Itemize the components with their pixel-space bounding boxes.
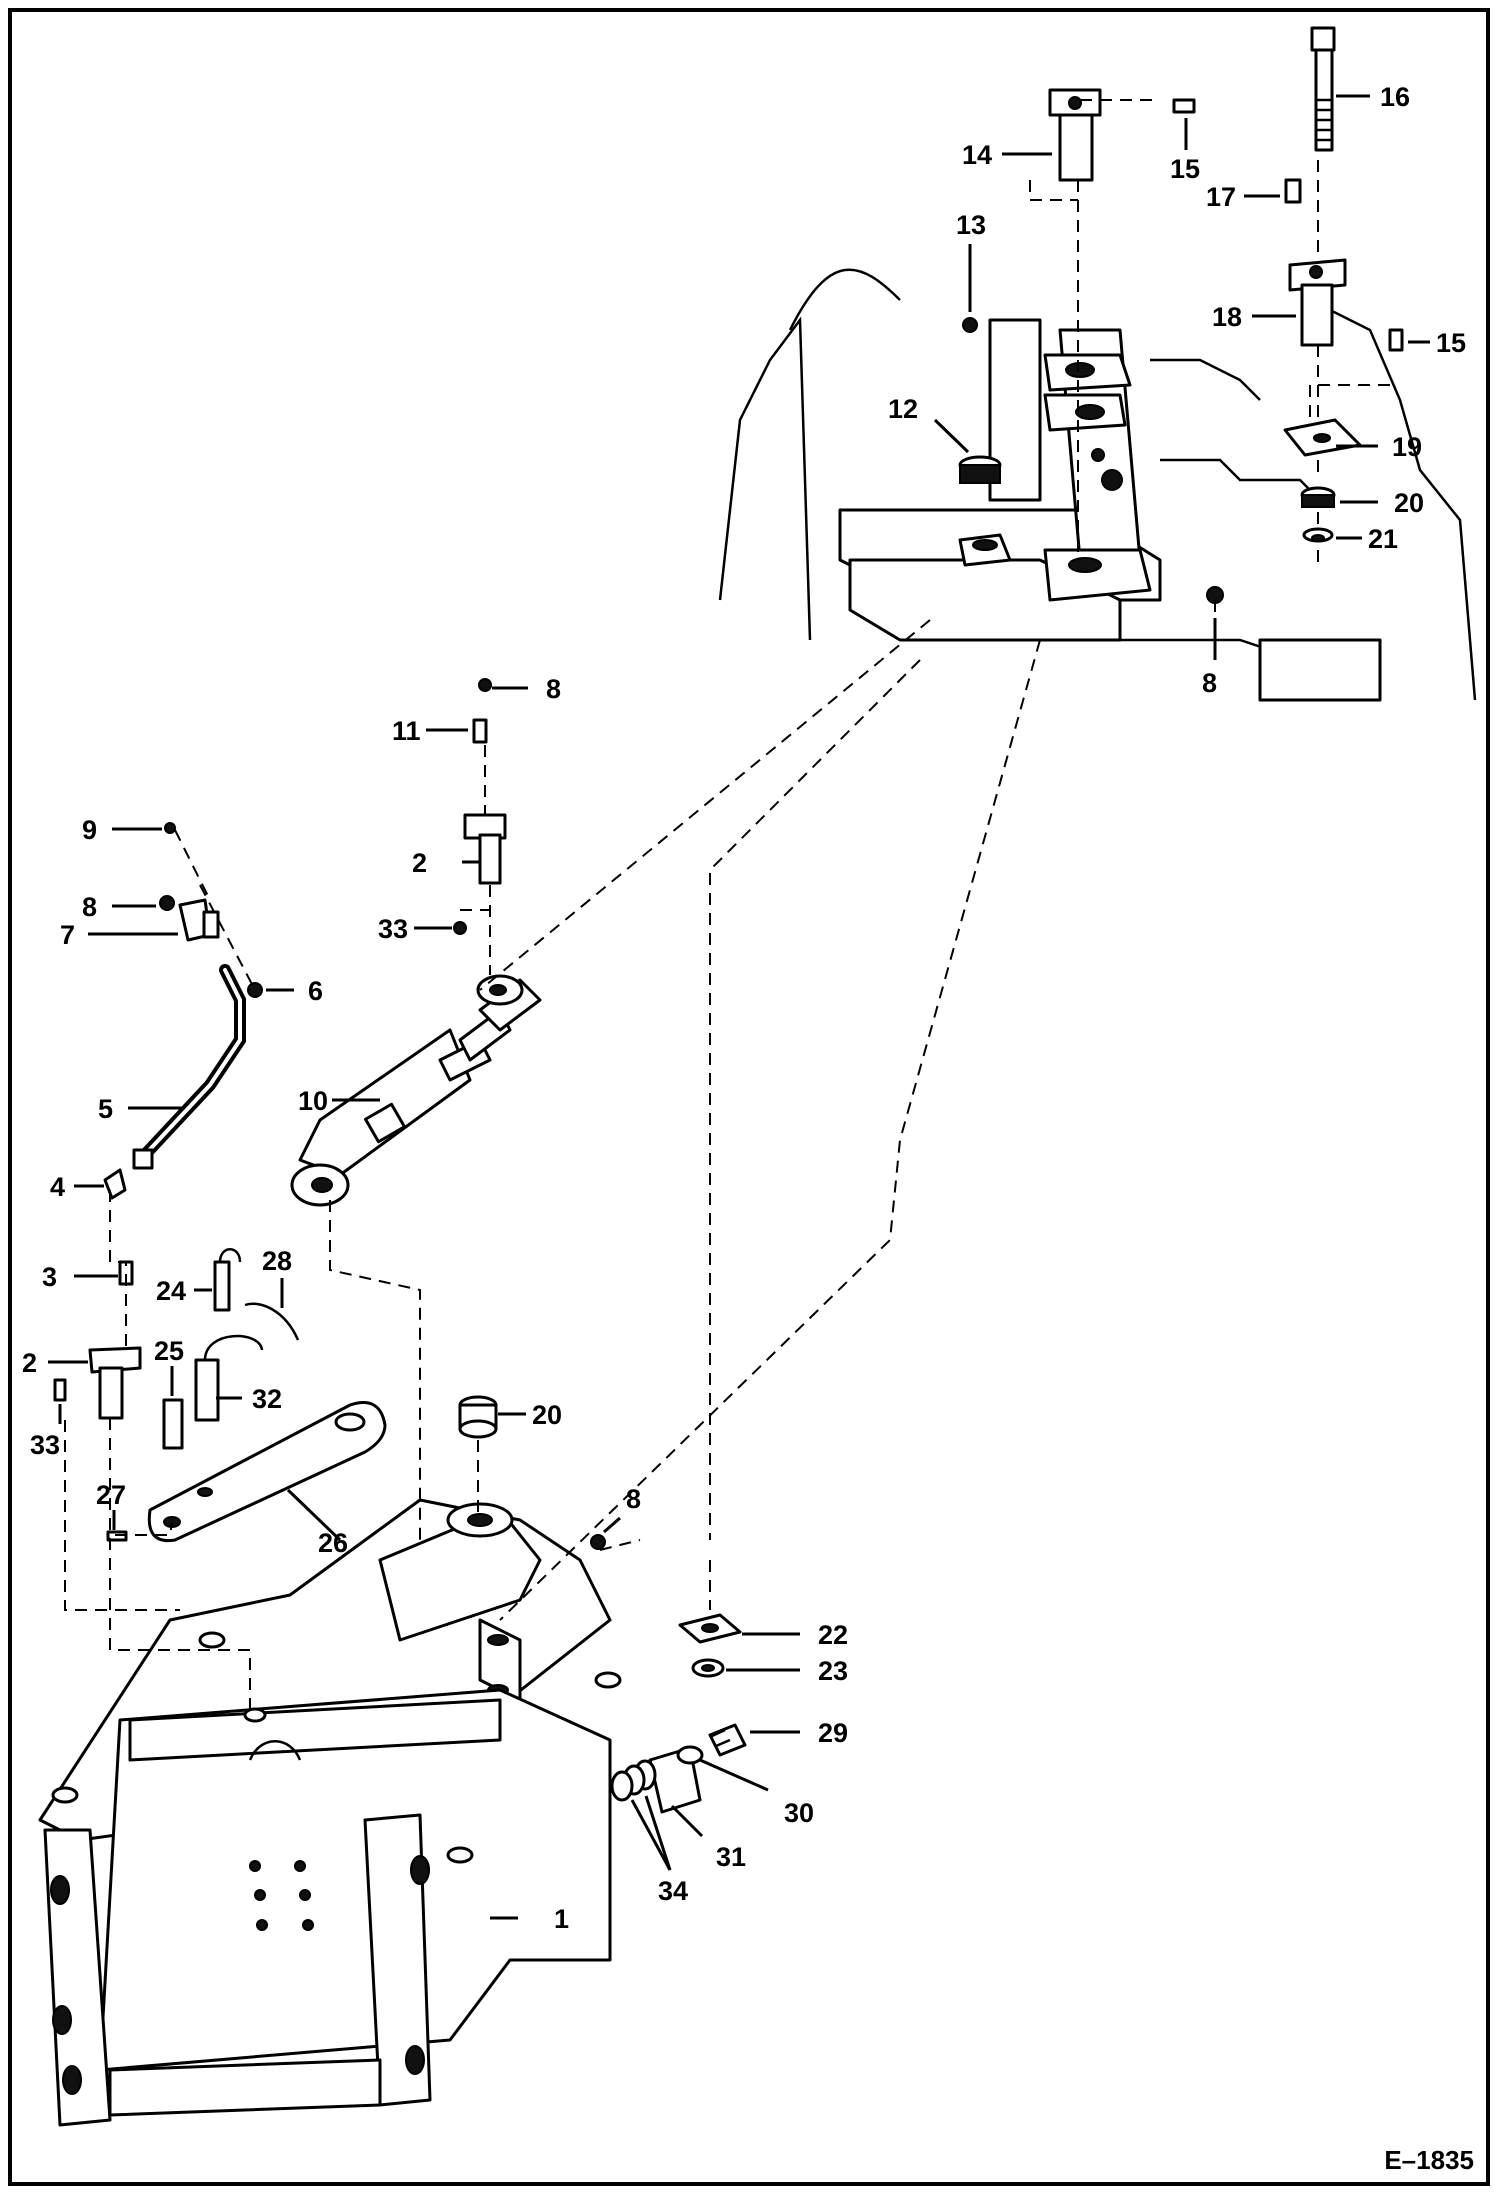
callout-4: 4 <box>50 1172 65 1202</box>
upper-frame-assembly <box>718 268 1477 702</box>
pin-18 <box>1288 258 1347 347</box>
callout-9: 9 <box>82 815 97 845</box>
callout-2-lower: 2 <box>22 1348 37 1378</box>
callout-20-upper: 20 <box>1394 488 1424 518</box>
mount-20-upper <box>1300 486 1336 543</box>
callout-8-right: 8 <box>1202 668 1217 698</box>
callout-31: 31 <box>716 1842 746 1872</box>
bolt-16 <box>1310 26 1336 152</box>
callouts: 1 2 2 3 4 5 6 7 8 8 8 8 9 10 11 12 13 <box>22 82 1466 1934</box>
callout-27: 27 <box>96 1480 126 1510</box>
fitting-7 <box>159 822 263 998</box>
callout-30: 30 <box>784 1798 814 1828</box>
callout-15-right: 15 <box>1436 328 1466 358</box>
callout-8-top: 8 <box>546 674 561 704</box>
callout-23: 23 <box>818 1656 848 1686</box>
plate-22 <box>678 1613 742 1644</box>
callout-11: 11 <box>392 716 421 746</box>
callout-32: 32 <box>252 1384 282 1414</box>
callout-18: 18 <box>1212 302 1242 332</box>
callout-8-left: 8 <box>82 892 97 922</box>
lower-pins-group <box>53 1248 300 1542</box>
callout-19: 19 <box>1392 432 1422 462</box>
mount-20-lower <box>458 1395 498 1439</box>
callout-22: 22 <box>818 1620 848 1650</box>
hose-5 <box>103 964 246 1200</box>
callout-16: 16 <box>1380 82 1410 112</box>
arm-26 <box>147 1401 387 1543</box>
nut-23 <box>691 1658 725 1678</box>
plate-19 <box>1283 418 1362 457</box>
callout-33-upper: 33 <box>378 914 408 944</box>
main-frame-1 <box>38 1498 622 2127</box>
callout-21: 21 <box>1368 524 1398 554</box>
callout-24: 24 <box>156 1276 186 1306</box>
bolt-29 <box>708 1723 747 1757</box>
assembly-dashed-lines <box>64 99 1390 1715</box>
callout-3: 3 <box>42 1262 57 1292</box>
callout-29: 29 <box>818 1718 848 1748</box>
callout-14: 14 <box>962 140 992 170</box>
callout-10: 10 <box>298 1086 328 1116</box>
cylinder-10 <box>290 974 542 1207</box>
drawing-code: E–1835 <box>1384 2145 1474 2175</box>
bushing-31 <box>610 1745 704 1814</box>
callout-7: 7 <box>60 920 75 950</box>
mount-12 <box>958 455 1002 484</box>
small-bolts-upper <box>962 98 1404 352</box>
callout-33-lower: 33 <box>30 1430 60 1460</box>
callout-28: 28 <box>262 1246 292 1276</box>
callout-8-lower: 8 <box>626 1484 641 1514</box>
callout-6: 6 <box>308 976 323 1006</box>
callout-25: 25 <box>154 1336 184 1366</box>
callout-5: 5 <box>98 1094 113 1124</box>
callout-1: 1 <box>554 1904 569 1934</box>
pin-14 <box>1048 88 1102 182</box>
callout-17: 17 <box>1206 182 1236 212</box>
callout-34: 34 <box>658 1876 688 1906</box>
callout-12: 12 <box>888 394 918 424</box>
callout-2-upper: 2 <box>412 848 427 878</box>
callout-13: 13 <box>956 210 986 240</box>
callout-20-lower: 20 <box>532 1400 562 1430</box>
callout-15-top: 15 <box>1170 154 1200 184</box>
callout-26: 26 <box>318 1528 348 1558</box>
nut-8-lower <box>590 1534 606 1550</box>
pin-2-upper <box>453 678 507 935</box>
